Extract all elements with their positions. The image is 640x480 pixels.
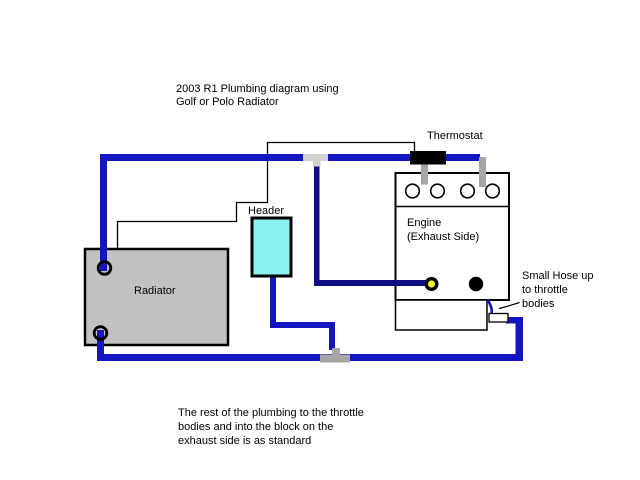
engine-label-line2: (Exhaust Side) [407, 230, 480, 243]
hose-bottom-run [97, 354, 523, 361]
hose-header-drop [270, 275, 276, 328]
header-label: Header [248, 205, 285, 217]
engine-port-circle-4 [484, 183, 501, 199]
small-hose-leader-line [498, 301, 520, 310]
hose-outlet-stub [506, 317, 523, 324]
engine-port-circle-2 [429, 183, 446, 199]
diagram-title-line1: 2003 R1 Plumbing diagram using [176, 83, 339, 95]
bottom-note-line1: The rest of the plumbing to the throttle [178, 407, 364, 419]
bypass-hose-vertical [314, 163, 320, 286]
engine-inlet-port-yellow [427, 280, 436, 288]
thermostat-label: Thermostat [427, 130, 483, 142]
small-hose-curve [486, 299, 494, 314]
hose-header-to-bottom [329, 322, 335, 350]
hose-header-jog [270, 322, 335, 328]
header-tank-box [250, 216, 293, 278]
radiator-bottom-port-ring [92, 325, 109, 341]
bypass-hose-horizontal [314, 280, 432, 286]
engine-right-stub [479, 157, 486, 187]
engine-port-circle-1 [404, 183, 421, 199]
engine-port-circle-3 [459, 183, 476, 199]
small-hose-label-line3: bodies [522, 298, 555, 311]
engine-sump-box [394, 299, 488, 331]
t-fitting-bottom [320, 354, 350, 363]
small-hose-label-line2: to throttle [522, 284, 568, 297]
bottom-note-line3: exhaust side is as standard [178, 435, 312, 447]
small-hose-label: Small Hose up to throttle bodies [522, 269, 594, 312]
small-hose-label-line1: Small Hose up [522, 270, 594, 282]
bleed-line [116, 141, 416, 249]
engine-label: Engine (Exhaust Side) [407, 217, 479, 244]
bottom-note-line2: bodies and into the block on the [178, 421, 334, 433]
hose-left-down-to-radiator [100, 154, 107, 271]
radiator-label: Radiator [134, 285, 176, 297]
t-fitting-bottom-stub [332, 348, 340, 355]
t-fitting-top-stub [313, 161, 321, 167]
hose-radiator-bottom-drop [97, 330, 104, 361]
radiator-top-port-ring [96, 260, 113, 276]
hose-top-run [100, 154, 480, 161]
thermostat-engine-stub [421, 164, 428, 185]
bottom-note: The rest of the plumbing to the throttle… [178, 406, 364, 448]
diagram-title: 2003 R1 Plumbing diagram using Golf or P… [176, 83, 339, 108]
hose-right-riser [515, 317, 523, 361]
thermostat-block [410, 151, 446, 165]
t-fitting-top [303, 154, 328, 161]
engine-label-line1: Engine [407, 217, 442, 229]
engine-outlet-black-port [468, 276, 484, 292]
diagram-title-line2: Golf or Polo Radiator [176, 95, 279, 108]
outlet-spigot-box [488, 312, 509, 323]
